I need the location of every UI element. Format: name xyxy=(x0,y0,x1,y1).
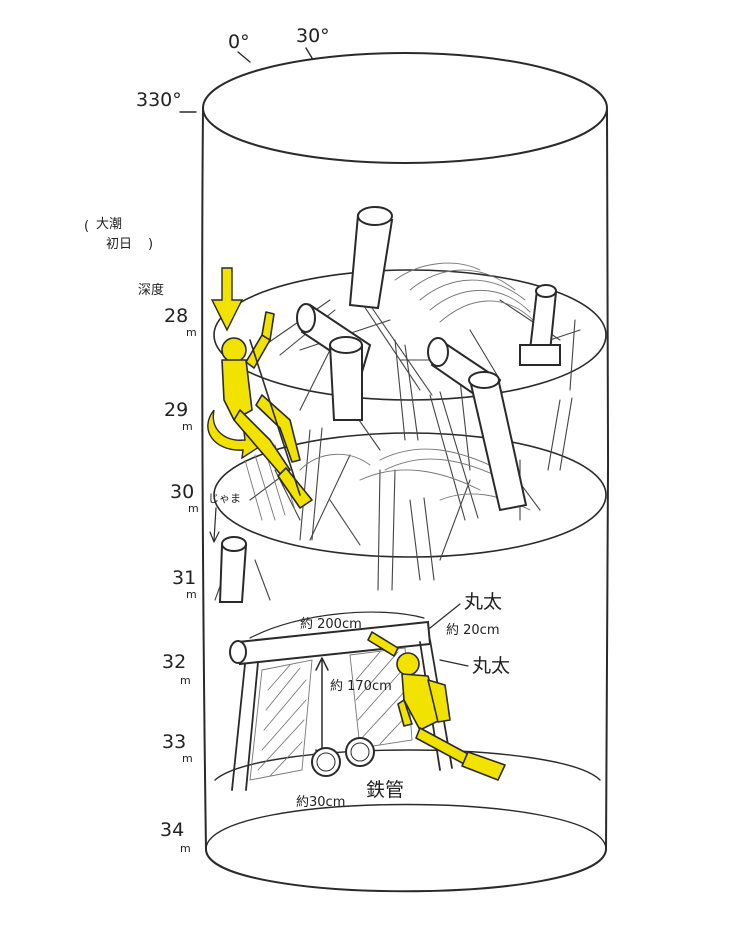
maruta-pointer-1 xyxy=(429,603,461,629)
log-left-diagonal-end xyxy=(296,303,316,333)
turn-arrow-icon xyxy=(207,409,264,460)
water-column-cylinder xyxy=(201,52,610,893)
height-arrow-top xyxy=(315,657,329,671)
depth-scale: ( 大潮 初日 ) 深度 28 m 29 m 30 m 31 m 32 m 33… xyxy=(84,217,199,855)
depth-34-unit: m xyxy=(180,842,191,855)
log-right-tilted-end xyxy=(468,371,500,389)
depth-heading: 深度 xyxy=(138,282,164,298)
compass-labels: 0° 30° 330° xyxy=(136,25,330,113)
maruta-pointer-2 xyxy=(439,659,469,667)
depth-30-unit: m xyxy=(188,502,199,515)
log-horizontal-200cm-end xyxy=(229,640,247,664)
compass-30-tick xyxy=(305,47,313,59)
tide-line2: 初日 xyxy=(106,237,132,252)
diver-upper xyxy=(207,267,313,509)
cylinder-right-edge xyxy=(605,109,610,851)
log-short-vertical-end xyxy=(329,336,363,354)
log-31m-end xyxy=(221,536,247,552)
log-diameter-label: 約 20cm xyxy=(446,623,500,638)
log-right-tilted xyxy=(468,376,528,512)
diver-lower-leg xyxy=(415,727,471,766)
layer-28m-ring xyxy=(213,269,607,401)
obstacle-pointer xyxy=(213,507,217,541)
pipe-diameter-label: 約30cm xyxy=(296,795,345,810)
layer-33m-arc xyxy=(214,749,601,781)
maruta-label-1: 丸太 xyxy=(464,591,502,613)
frame-left-post-2 xyxy=(245,661,259,791)
frame-left-post xyxy=(231,663,246,791)
log-length-dimension xyxy=(249,611,425,639)
maruta-label-2: 丸太 xyxy=(472,655,510,677)
steel-pipe-label: 鉄管 xyxy=(366,779,404,801)
log-far-right-crossbar xyxy=(519,344,561,366)
descent-arrow-icon xyxy=(210,267,244,332)
log-right-diagonal-end xyxy=(427,337,449,367)
depth-34-value: 34 xyxy=(160,819,184,841)
diver-upper-leg-2 xyxy=(255,394,301,463)
obstacle-label: じゃま xyxy=(208,492,241,505)
annotations: じゃま 約 200cm 丸太 約 20cm 丸太 約 170cm 約30cm 鉄… xyxy=(208,492,510,810)
diver-lower-fin xyxy=(461,751,506,781)
log-length-label: 約 200cm xyxy=(300,617,362,632)
depth-28-value: 28 xyxy=(164,305,188,327)
depth-28-unit: m xyxy=(186,326,197,339)
compass-0-tick xyxy=(237,51,251,63)
depth-31-value: 31 xyxy=(172,567,196,589)
cylinder-top-ellipse xyxy=(202,52,608,164)
diver-lower xyxy=(367,631,506,781)
layer-30m-ring xyxy=(213,432,607,558)
compass-0-label: 0° xyxy=(228,31,250,53)
depth-32-value: 32 xyxy=(162,651,186,673)
depth-29-unit: m xyxy=(182,420,193,433)
log-far-right xyxy=(528,288,558,354)
cylinder-left-edge xyxy=(201,109,207,851)
compass-30-label: 30° xyxy=(296,25,330,47)
diver-lower-tank xyxy=(427,679,451,723)
depth-32-unit: m xyxy=(180,674,191,687)
log-short-vertical xyxy=(328,344,363,421)
depth-29-value: 29 xyxy=(164,399,188,421)
diver-lower-arm-2 xyxy=(397,699,413,727)
diver-upper-hand xyxy=(261,311,275,341)
compass-330-label: 330° xyxy=(136,89,182,111)
log-far-right-end xyxy=(535,284,557,298)
diver-upper-fin xyxy=(277,467,313,509)
log-31m xyxy=(218,544,248,603)
log-vertical-center-end xyxy=(357,206,393,226)
height-label: 約 170cm xyxy=(330,679,392,694)
cylinder-bottom-front xyxy=(205,849,607,893)
descent-line xyxy=(249,339,301,496)
cylinder-bottom-back xyxy=(205,803,607,849)
depth-33-unit: m xyxy=(182,752,193,765)
diver-lower-head xyxy=(396,652,420,676)
debris-logs xyxy=(218,206,561,603)
tide-line1: 大潮 xyxy=(96,217,122,232)
steel-pipe-right xyxy=(345,737,375,767)
tide-open-paren: ( xyxy=(84,219,89,234)
tide-close-paren: ) xyxy=(148,237,153,252)
steel-pipe-left xyxy=(311,747,341,777)
diver-upper-head xyxy=(221,337,247,363)
depth-31-unit: m xyxy=(186,588,197,601)
diver-upper-body xyxy=(221,359,253,421)
depth-30-value: 30 xyxy=(170,481,194,503)
layer-rings xyxy=(213,269,607,781)
bottom-structure xyxy=(229,620,453,791)
diver-lower-arm xyxy=(367,631,399,657)
depth-33-value: 33 xyxy=(162,731,186,753)
log-vertical-center xyxy=(348,213,394,310)
